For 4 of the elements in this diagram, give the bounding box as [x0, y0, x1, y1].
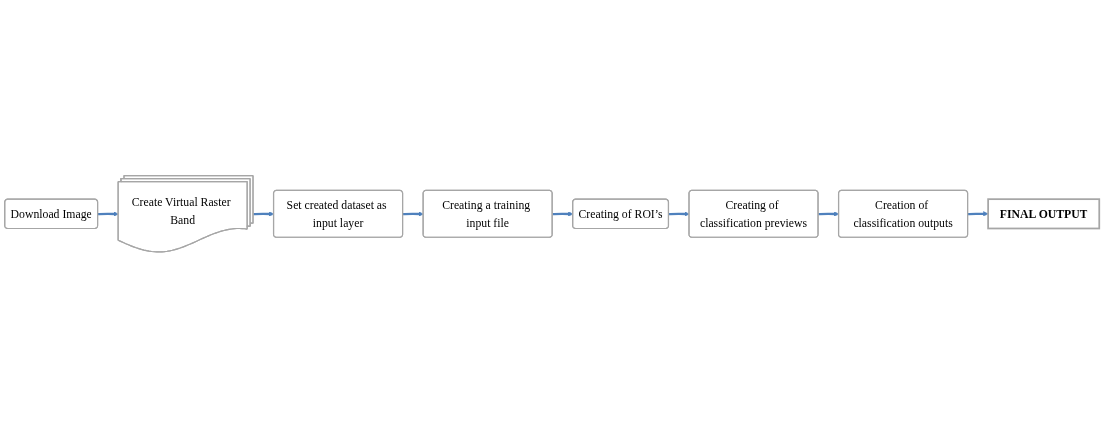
arrow [668, 211, 690, 217]
node-box: FINAL OUTPUT [987, 197, 1101, 230]
arrow [97, 211, 119, 217]
arrow [402, 211, 424, 217]
